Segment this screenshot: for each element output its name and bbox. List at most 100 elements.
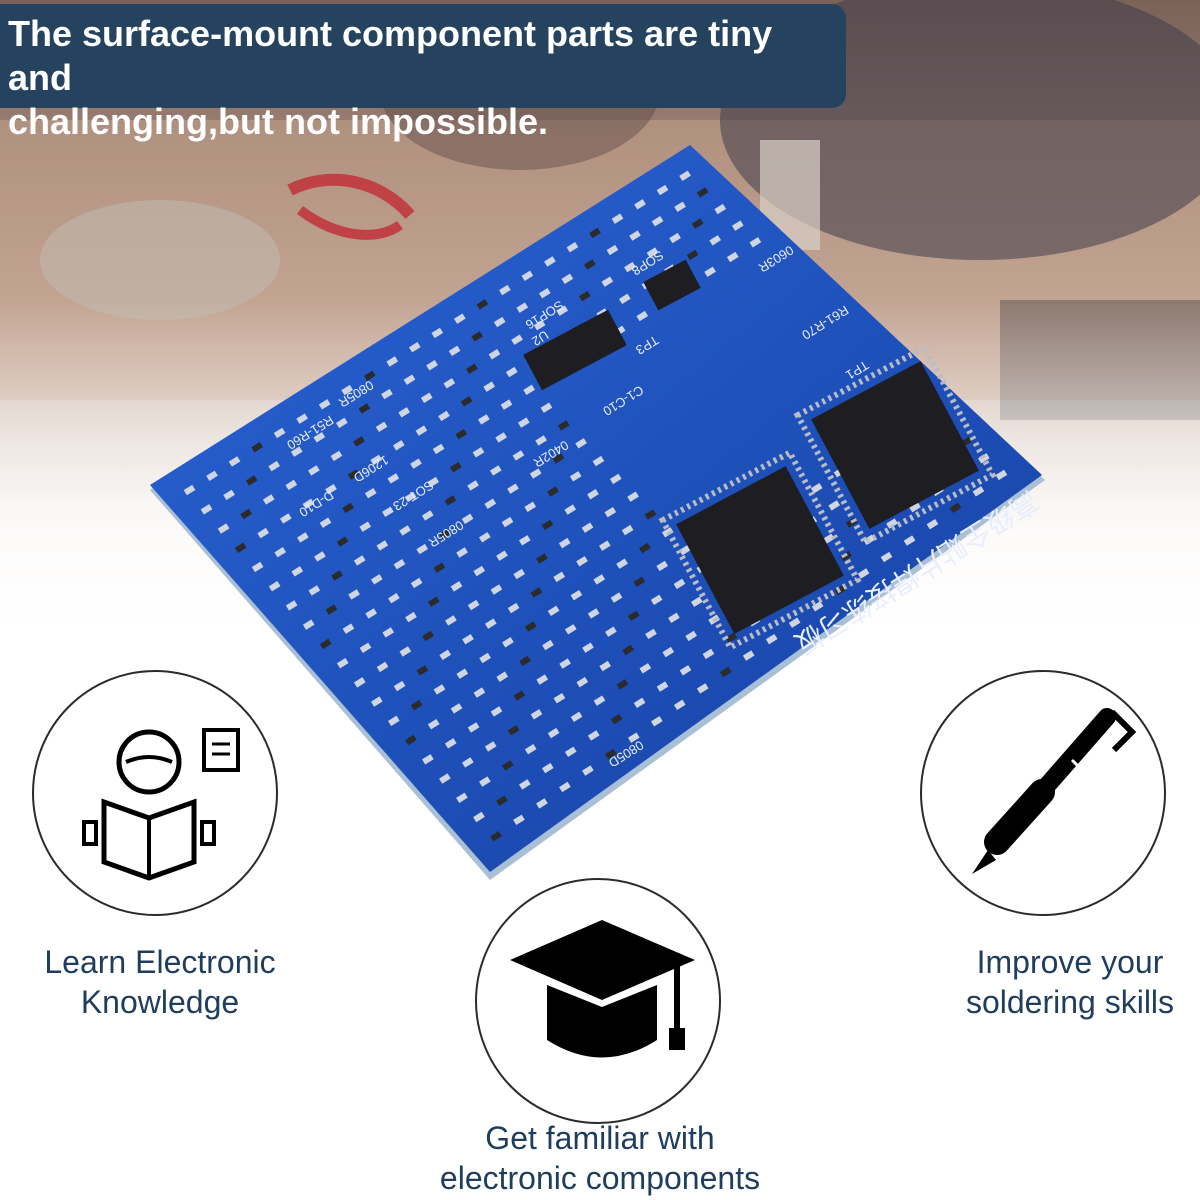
solder-pad [685, 630, 698, 642]
solder-pad [467, 599, 480, 611]
solder-pad [633, 576, 646, 587]
components-caption: Get familiar with electronic components [400, 1118, 800, 1198]
solder-pad [702, 648, 715, 660]
solder-pad [570, 589, 583, 601]
solder-pad [547, 486, 559, 497]
solder-pad [519, 655, 531, 667]
solder-pad [552, 453, 565, 464]
solder-pad [496, 795, 508, 806]
solder-pad [544, 256, 556, 267]
solder-pad [308, 585, 321, 596]
solder-pad [624, 261, 636, 273]
solder-pad [473, 687, 486, 698]
solder-pad [561, 273, 574, 285]
solder-pad [880, 551, 893, 563]
solder-pad [616, 679, 629, 690]
solder-pad [302, 498, 315, 510]
solder-pad [363, 370, 376, 381]
solder-pad [621, 524, 634, 536]
solder-pad [609, 473, 622, 485]
solder-pad [257, 527, 270, 539]
graduation-cap-icon [510, 920, 695, 1058]
solder-pad [427, 596, 440, 607]
solder-pad [517, 417, 530, 428]
solder-pad [291, 566, 304, 577]
solder-pad [690, 596, 703, 607]
solder-pad [578, 290, 591, 302]
solder-pad [639, 542, 651, 554]
solder-pad [478, 532, 491, 543]
soldering-circle [920, 670, 1166, 916]
solder-pad [656, 681, 669, 692]
solder-pad [587, 730, 600, 741]
solder-pad [347, 469, 360, 480]
solder-pad [601, 276, 614, 287]
solder-pad [314, 551, 326, 562]
solder-pad [524, 621, 537, 632]
solder-pad [325, 483, 337, 495]
solder-pad [564, 624, 577, 635]
solder-pad [405, 611, 417, 623]
solder-pad [456, 668, 469, 679]
solder-pad [518, 535, 531, 546]
solder-pad [456, 792, 468, 803]
solder-pad [319, 638, 332, 650]
solder-pad [490, 584, 503, 595]
solder-pad [387, 715, 400, 727]
solder-pad [569, 471, 582, 482]
solder-pad [704, 266, 716, 277]
solder-pad [673, 699, 686, 711]
solder-pad [325, 604, 338, 615]
solder-pad [427, 719, 440, 730]
components-circle [475, 878, 721, 1124]
solder-pad [472, 447, 485, 458]
solder-pad [538, 288, 551, 299]
solder-pad [725, 632, 738, 643]
chip-group [523, 259, 997, 652]
feature-1-line-2: Knowledge [80, 984, 240, 1020]
solder-pad [616, 558, 628, 569]
solder-pad [479, 652, 491, 664]
solder-pad [364, 487, 377, 499]
solder-pad [382, 506, 394, 518]
solder-pad [461, 513, 474, 525]
solder-pad [972, 486, 985, 497]
solder-pad [679, 170, 691, 181]
solder-pad [582, 765, 594, 776]
solder-pad [393, 680, 406, 692]
solder-pad [490, 831, 502, 842]
solder-pad [443, 378, 456, 389]
solder-pad [576, 676, 589, 688]
solder-pad [262, 494, 275, 505]
solder-pad [318, 399, 331, 410]
solder-pad [949, 502, 962, 513]
solder-pad [479, 776, 491, 787]
solder-pad [530, 587, 543, 598]
solder-pad [662, 646, 675, 658]
solder-pad [622, 644, 634, 656]
solder-pad [444, 495, 457, 506]
solder-pad [450, 581, 463, 592]
solder-pad [410, 699, 423, 711]
solder-pad [513, 814, 525, 825]
solder-pad [399, 525, 411, 536]
solder-pad [646, 247, 659, 258]
solder-pad [473, 811, 485, 823]
solder-pad [296, 413, 308, 424]
solder-pad [644, 509, 657, 520]
solder-pad [822, 533, 835, 544]
solder-pad [516, 302, 529, 313]
solder-pad [651, 216, 664, 227]
headline-line-2: challenging,but not impossible. [8, 101, 549, 142]
solder-pad [268, 460, 281, 472]
solder-pad [358, 403, 371, 414]
solder-pad [553, 571, 566, 583]
solder-pad [370, 574, 383, 585]
solder-pad [668, 612, 680, 624]
solder-pad [453, 313, 466, 324]
solder-pad [420, 392, 433, 404]
solder-pad [629, 230, 641, 241]
solder-pad [422, 754, 434, 765]
solder-pad [634, 199, 646, 210]
solder-pad [302, 619, 315, 630]
